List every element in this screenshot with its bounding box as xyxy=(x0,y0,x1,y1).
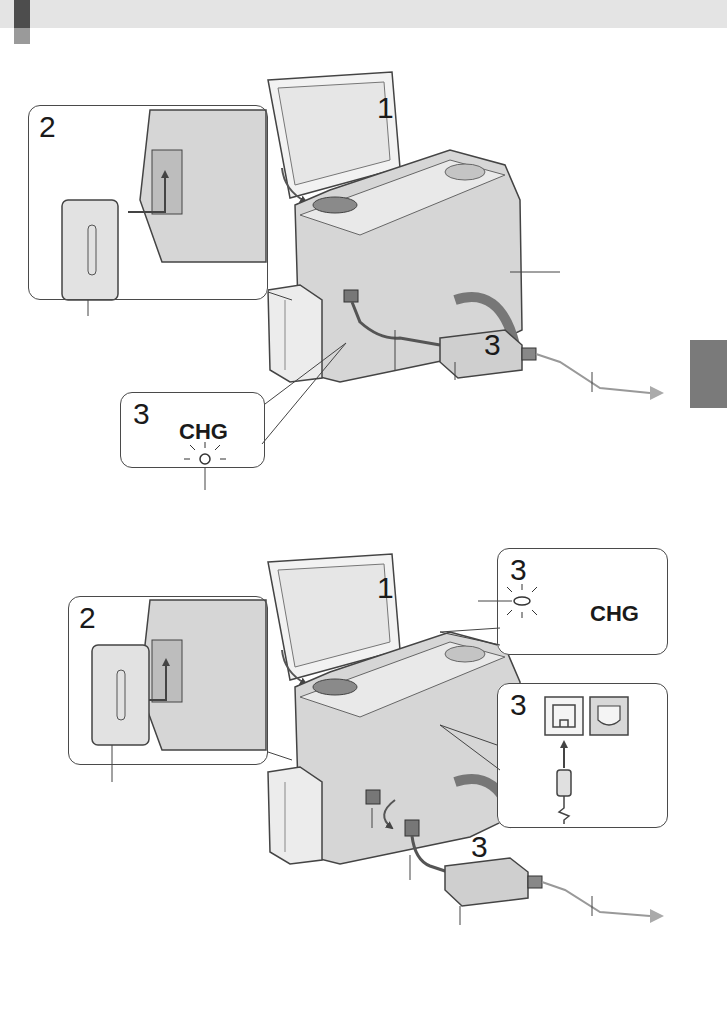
insert-arrow xyxy=(128,172,165,212)
ac-adaptor xyxy=(440,330,522,378)
leader-line xyxy=(268,292,292,300)
usb-jack xyxy=(590,697,628,735)
step-number: 2 xyxy=(39,112,56,142)
leader-line xyxy=(440,725,500,770)
outlet-arrow xyxy=(650,386,664,400)
leader-line xyxy=(205,468,206,490)
leader-line xyxy=(460,906,461,925)
power-plug xyxy=(522,348,536,360)
battery-detail xyxy=(117,670,125,720)
step-number: 3 xyxy=(510,690,527,720)
dc-plug xyxy=(405,820,419,836)
leader-line xyxy=(88,300,89,316)
inset-box: 3CHG xyxy=(497,548,668,655)
leader-line xyxy=(592,372,593,392)
leader-line xyxy=(510,272,560,273)
jack-shape xyxy=(553,705,575,727)
header-mark xyxy=(14,0,30,28)
leader-line xyxy=(372,808,373,828)
jack-shape xyxy=(598,706,620,725)
dc-cable xyxy=(412,836,448,872)
leader-line xyxy=(478,601,512,602)
leader-line xyxy=(455,362,456,380)
inset-background xyxy=(497,683,668,828)
inset-background xyxy=(120,392,265,468)
inset-box: 3CHG xyxy=(120,392,265,468)
dc-in-jack xyxy=(545,697,583,735)
lamp-label: CHG xyxy=(590,603,639,625)
step-number: 1 xyxy=(377,573,394,603)
dc-plug xyxy=(557,770,571,796)
power-cord xyxy=(542,882,650,916)
inset-background xyxy=(28,105,268,300)
header-bar xyxy=(0,0,727,28)
battery-pack xyxy=(62,200,118,300)
lamp-rays xyxy=(184,442,226,459)
battery-pack xyxy=(92,645,149,745)
header-mark xyxy=(14,28,30,44)
insert-arrow xyxy=(563,742,565,768)
power-plug xyxy=(528,876,542,888)
chg-lamp xyxy=(200,454,210,464)
inset-box: 3 xyxy=(497,683,668,828)
leader-line xyxy=(112,745,113,782)
plug-cord xyxy=(559,796,569,824)
power-cord xyxy=(536,354,650,393)
dc-cable xyxy=(352,302,440,345)
leader-line xyxy=(262,343,346,444)
leader-line xyxy=(592,896,593,916)
leader-line xyxy=(268,752,292,760)
camcorder-bottom xyxy=(268,554,522,864)
lamp-label: CHG xyxy=(179,421,228,443)
camcorder-rear xyxy=(140,600,266,750)
camcorder-rear xyxy=(140,110,266,262)
turn-arrow xyxy=(384,800,395,828)
battery-detail xyxy=(88,225,96,275)
step-number: 1 xyxy=(377,93,394,123)
inset-background xyxy=(68,596,268,765)
leader-line xyxy=(440,628,500,645)
inset-box: 2 xyxy=(28,105,268,300)
dc-plug xyxy=(344,290,358,302)
leader-line xyxy=(395,330,396,370)
step-number: 3 xyxy=(471,832,488,862)
outlet-arrow xyxy=(650,909,664,923)
inset-box: 2 xyxy=(68,596,268,765)
leader-line xyxy=(410,855,411,880)
step-number: 3 xyxy=(133,399,150,429)
dc-jack xyxy=(366,790,380,804)
battery-slot xyxy=(152,150,182,214)
chg-lamp xyxy=(514,597,530,605)
step-number: 3 xyxy=(484,330,501,360)
step-number: 3 xyxy=(510,555,527,585)
side-tab xyxy=(690,340,727,408)
ac-adaptor xyxy=(445,858,528,906)
inset-background xyxy=(497,548,668,655)
step-number: 2 xyxy=(79,603,96,633)
camcorder-top xyxy=(268,72,522,382)
